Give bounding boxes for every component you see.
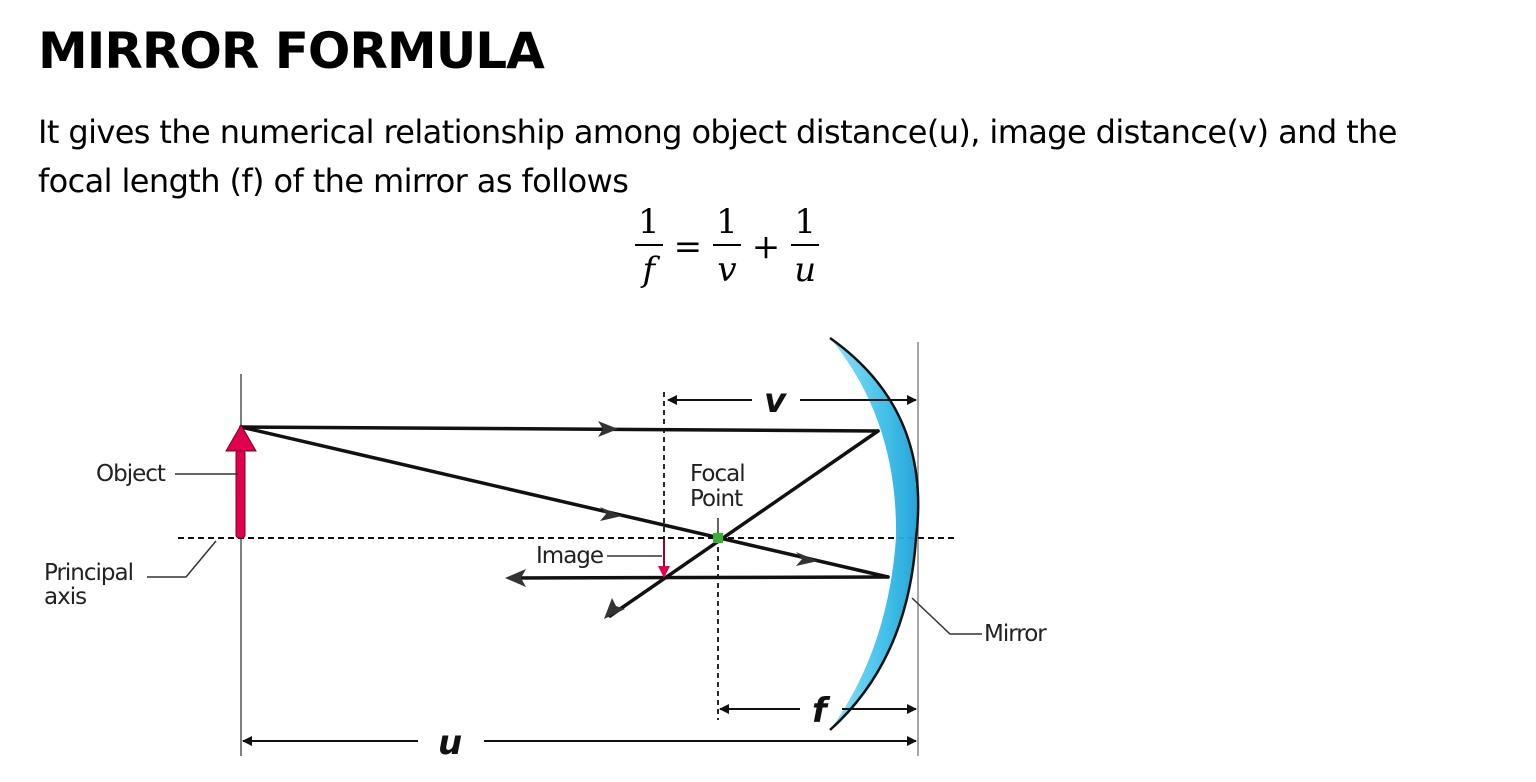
fraction-one-over-u: 1 u [790, 200, 820, 294]
slide-title: MIRROR FORMULA [38, 22, 545, 80]
label-principal-axis-1: Principal [44, 560, 133, 586]
numerator: 1 [716, 202, 738, 242]
image-arrow-icon [658, 540, 670, 578]
label-focal-point-2: Point [690, 486, 743, 512]
numerator: 1 [638, 202, 660, 242]
denominator: f [642, 250, 656, 290]
label-v: v [764, 381, 788, 421]
label-mirror: Mirror [984, 621, 1047, 647]
denominator: u [794, 250, 817, 290]
mirror-leader [911, 597, 982, 635]
denominator: v [717, 250, 737, 290]
slide-description: It gives the numerical relationship amon… [38, 113, 1397, 200]
fraction-bar [791, 244, 820, 246]
fraction-one-over-f: 1 f [634, 200, 664, 294]
mirror-formula: 1 f = 1 v + 1 u [630, 200, 824, 294]
focal-point-marker [713, 533, 723, 543]
fraction-bar [712, 244, 741, 246]
label-image: Image [536, 543, 603, 569]
fraction-one-over-v: 1 v [712, 200, 742, 294]
plus-sign: + [751, 227, 781, 267]
light-rays [239, 425, 890, 618]
equals-sign: = [673, 227, 703, 267]
label-u: u [438, 723, 462, 763]
principal-axis-leader [147, 540, 217, 578]
label-f: f [812, 691, 831, 731]
label-principal-axis-2: axis [44, 584, 86, 610]
numerator: 1 [794, 202, 817, 242]
label-focal-point-1: Focal [690, 461, 745, 487]
ray-direction-arrows [505, 421, 818, 619]
fraction-bar [634, 244, 663, 246]
label-object: Object [96, 461, 166, 487]
concave-mirror [829, 336, 920, 731]
object-arrow-icon [225, 423, 257, 539]
